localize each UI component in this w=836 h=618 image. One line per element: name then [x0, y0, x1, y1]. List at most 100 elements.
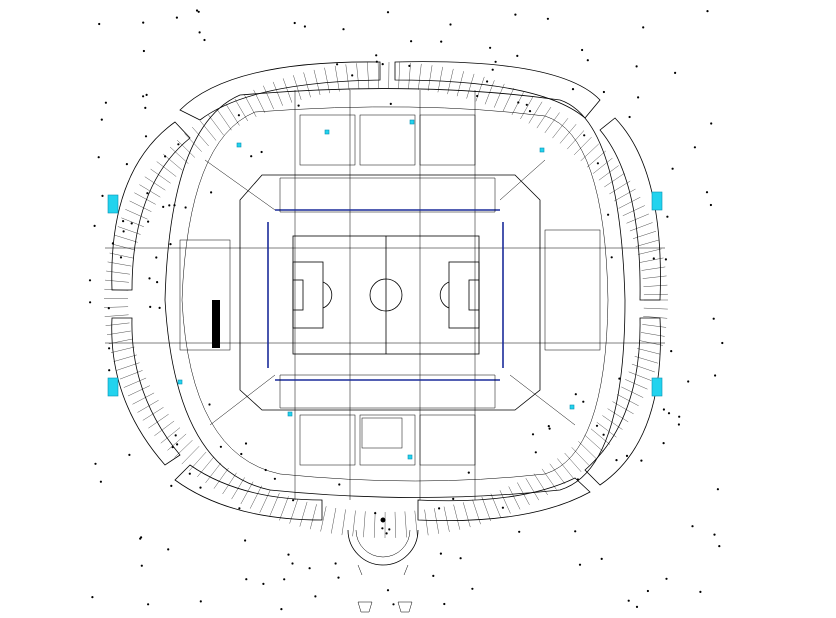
roof-hatch-line — [475, 76, 485, 102]
roof-hatch-line — [263, 85, 274, 110]
roof-hatch-line — [408, 62, 411, 89]
roof-hatch-line — [453, 504, 461, 530]
site-bollard — [716, 488, 720, 491]
roof-hatch-line — [598, 165, 619, 181]
site-bollard — [219, 445, 222, 448]
roof-hatch-line — [139, 184, 161, 198]
site-bollard — [432, 574, 435, 578]
site-bollard — [130, 222, 133, 225]
site-bollard — [91, 596, 94, 599]
roof-hatch-line — [105, 322, 130, 326]
site-bollard — [283, 578, 286, 581]
roof-hatch-line — [216, 109, 232, 131]
roof-hatch-line — [184, 133, 202, 152]
site-bollard — [671, 167, 674, 170]
roof-hatch-line — [104, 314, 129, 317]
site-bollard — [670, 350, 673, 353]
site-bollard — [706, 10, 709, 13]
roof-hatch-line — [110, 346, 135, 353]
roof-hatch-line — [557, 458, 574, 479]
roof-hatch-line — [637, 248, 662, 255]
site-bollard — [198, 31, 201, 34]
site-bollard — [142, 95, 145, 98]
roof-hatch-line — [456, 71, 464, 97]
site-bollard — [122, 230, 125, 233]
circular-entrance-plaza — [347, 517, 419, 613]
roof-hatch-line — [154, 420, 175, 436]
site-bollard — [240, 452, 243, 456]
roof-hatch-line — [249, 485, 262, 509]
site-bollard — [142, 49, 145, 53]
site-bollard — [439, 552, 442, 555]
roof-hatch-line — [643, 307, 668, 310]
roof-hatch-line — [552, 118, 569, 139]
site-bollard — [122, 220, 125, 223]
roof-hatch-line — [525, 478, 539, 501]
site-bollard — [705, 191, 709, 194]
roof-hatch-line — [424, 509, 429, 536]
roof-hatch-line — [508, 486, 521, 510]
roof-hatch-line — [604, 173, 625, 188]
site-bollard — [144, 135, 148, 138]
site-bollard — [177, 143, 180, 146]
site-bollard — [664, 258, 668, 261]
site-bollard — [170, 484, 173, 487]
roof-hatch-line — [225, 104, 240, 126]
site-bollard — [635, 65, 638, 68]
site-bollard — [139, 537, 142, 540]
roof-hatch-line — [586, 150, 606, 168]
site-bollard — [174, 434, 177, 437]
roof-hatch-line — [559, 124, 577, 144]
roof-hatch-line — [192, 126, 209, 147]
site-bollard — [627, 599, 630, 602]
site-bollard — [710, 122, 713, 125]
site-bollard — [602, 90, 606, 94]
roof-hatch-line — [629, 222, 653, 232]
site-bollard — [167, 548, 170, 551]
site-bollard — [662, 442, 665, 445]
roof-hatch-line — [502, 87, 515, 112]
site-bollard — [162, 205, 165, 208]
site-bollard — [546, 17, 550, 20]
service-rooms — [179, 114, 601, 466]
roof-hatch-line — [121, 217, 144, 227]
site-bollard — [199, 486, 202, 489]
roof-hatch-line — [635, 239, 659, 247]
roof-hatch-line — [404, 511, 407, 538]
roof-hatch-line — [111, 243, 136, 251]
site-bollard — [88, 279, 92, 282]
roof-hatch-line — [642, 324, 667, 328]
roof-hatch-line — [114, 235, 138, 243]
roof-canopy — [103, 61, 668, 539]
site-bollard — [607, 213, 610, 216]
roof-hatch-line — [596, 422, 617, 438]
roof-hatch-line — [580, 143, 599, 162]
site-bollard — [203, 38, 206, 42]
site-bollard — [292, 499, 295, 502]
roof-hatch-line — [592, 157, 613, 174]
site-bollard — [452, 497, 455, 500]
site-bollard — [699, 590, 702, 594]
site-bollard — [516, 54, 519, 58]
roof-hatch-line — [573, 136, 592, 156]
roof-hatch-line — [144, 176, 166, 191]
site-bollard — [297, 104, 300, 107]
roof-hatch-line — [641, 266, 666, 271]
site-bollard — [459, 557, 462, 560]
roof-hatch-line — [142, 407, 164, 421]
roof-hatch-line — [511, 92, 524, 115]
roof-hatch-line — [639, 257, 664, 263]
roof-hatch-line — [134, 192, 156, 205]
site-bollard — [410, 40, 413, 43]
roof-hatch-line — [643, 294, 668, 295]
roof-hatch-line — [352, 510, 356, 537]
roof-hatch-line — [499, 490, 511, 514]
roof-hatch-line — [313, 69, 321, 96]
site-bollard — [615, 459, 618, 462]
site-bollard — [389, 102, 392, 105]
site-bollard — [712, 317, 715, 320]
site-bollard — [155, 256, 158, 259]
site-bollard — [119, 256, 123, 259]
site-bollard — [94, 462, 97, 465]
roof-hatch-line — [234, 98, 248, 122]
